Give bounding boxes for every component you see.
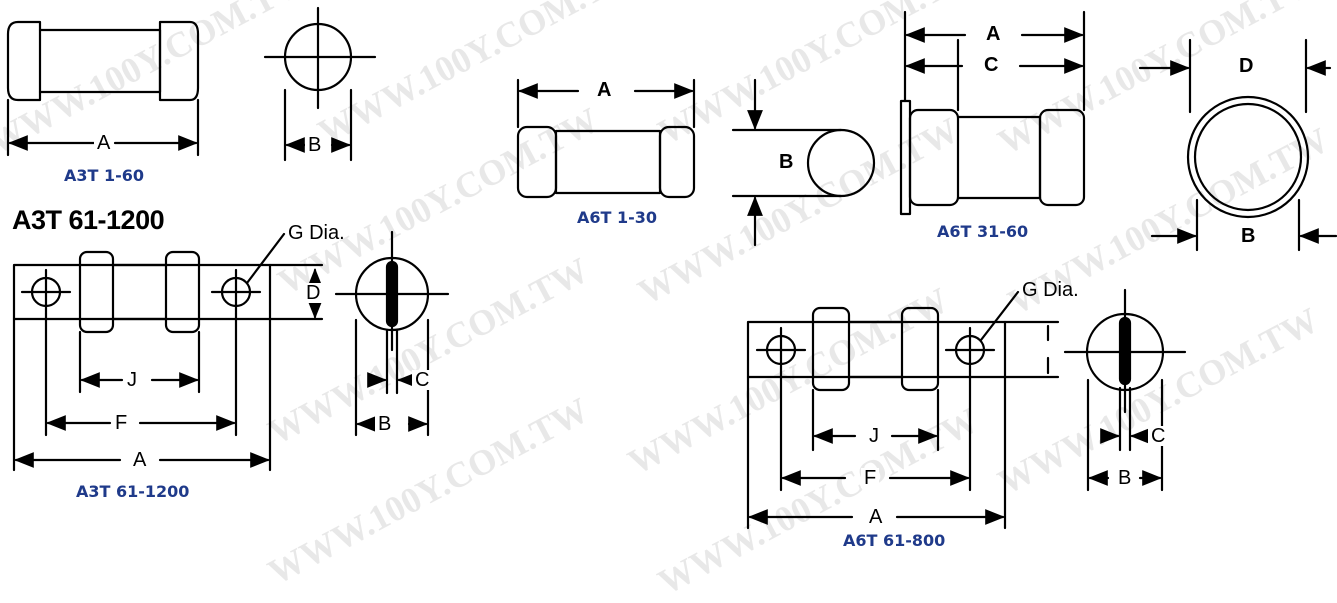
dim-label-a3t-61-1200-d: D [303, 283, 324, 303]
dim-label-a6t-61-800-a: A [866, 507, 886, 527]
dim-label-a3t-1-60-b: B [305, 135, 325, 155]
a6t-61-800-end-view [1063, 288, 1187, 492]
dim-label-a6t-31-60-c: C [981, 55, 1002, 75]
heading-a3t-61-1200: A3T 61-1200 [12, 205, 165, 235]
dim-label-a3t-61-1200-a: A [130, 450, 150, 470]
dim-label-a3t-1-60-a: A [94, 133, 114, 153]
dim-label-a6t-61-800-j: J [866, 426, 882, 446]
caption-a3t-61-1200: A3T 61-1200 [76, 482, 190, 501]
dim-label-a6t-1-30-b: B [776, 152, 797, 172]
a3t-61-1200-side-view [12, 232, 324, 472]
drawing-layer [6, 6, 1337, 530]
a6t-1-30-end-view [731, 78, 876, 247]
dim-label-a3t-61-1200-b: B [375, 414, 395, 434]
a6t-31-60-side-view [899, 10, 1086, 216]
a6t-31-60-end-view [1138, 38, 1337, 252]
dim-label-a6t-1-30-a: A [594, 80, 615, 100]
dim-label-a3t-61-1200-j: J [124, 370, 140, 390]
caption-a6t-1-30: A6T 1-30 [577, 208, 658, 227]
dim-label-a3t-61-1200-c: C [412, 370, 433, 390]
a6t-1-30-side-view [516, 78, 696, 199]
dim-label-a6t-61-800-b: B [1115, 468, 1135, 488]
caption-a6t-61-800: A6T 61-800 [843, 531, 946, 550]
dim-label-a6t-61-800-f: F [861, 468, 880, 488]
a6t-61-800-side-view [746, 290, 1060, 530]
g-dia-note-a3t: G Dia. [288, 222, 345, 244]
a3t-1-60-side-view [6, 20, 200, 157]
dim-label-a6t-31-60-a: A [983, 24, 1004, 44]
dim-label-a6t-31-60-d: D [1236, 56, 1257, 76]
dim-label-a6t-31-60-b: B [1238, 226, 1259, 246]
dim-label-a6t-61-800-c: C [1148, 426, 1169, 446]
g-dia-note-a6t: G Dia. [1022, 279, 1079, 301]
caption-a6t-31-60: A6T 31-60 [937, 222, 1029, 241]
a3t-1-60-end-view [263, 6, 377, 162]
dim-label-a3t-61-1200-f: F [112, 413, 131, 433]
a3t-61-1200-end-view [334, 230, 450, 437]
caption-a3t-1-60: A3T 1-60 [64, 166, 145, 185]
